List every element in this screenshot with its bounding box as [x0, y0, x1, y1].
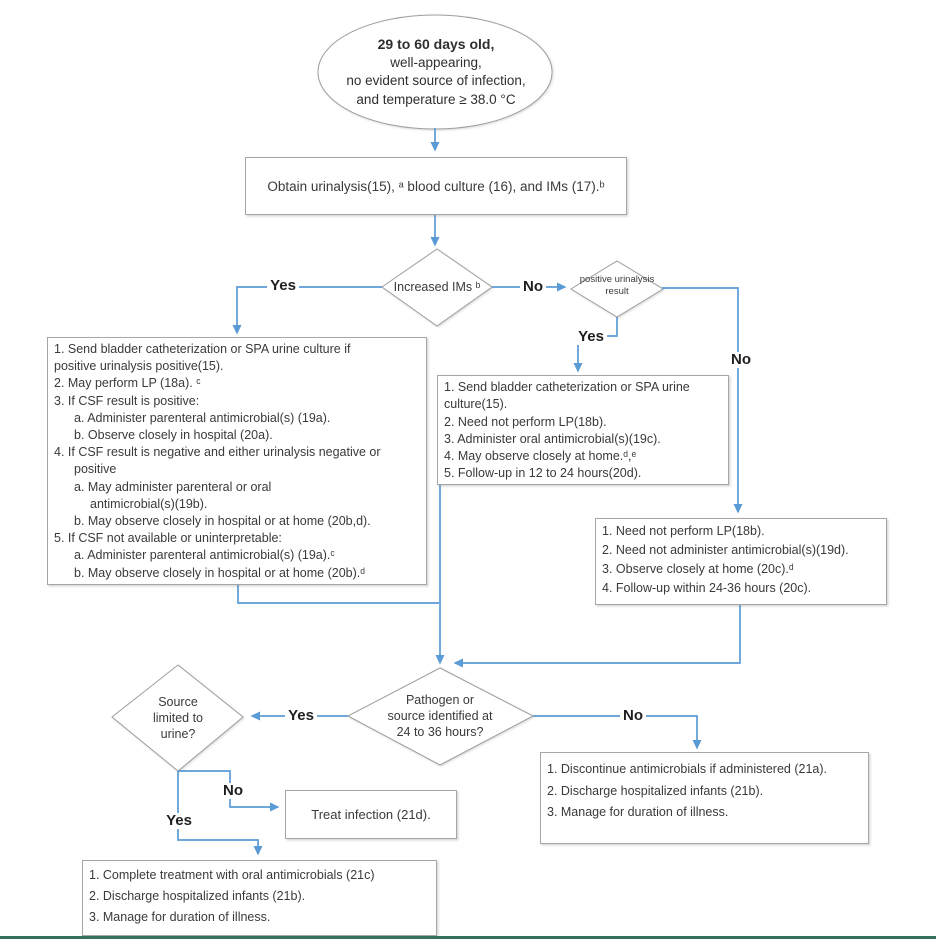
list-line: 4. Follow-up within 24-36 hours (20c). — [602, 581, 812, 595]
list-line: 3. Observe closely at home (20c).ᵈ — [602, 562, 794, 576]
list-line: 1. Send bladder catheterization or SPA u… — [444, 380, 690, 394]
edge-pathogen-no — [533, 715, 702, 750]
start-line-3: no evident source of infection, — [346, 73, 526, 88]
process-obtain-tests-text: Obtain urinalysis(15), ᵃ blood culture (… — [267, 178, 605, 194]
list-line: a. Administer parenteral antimicrobial(s… — [74, 548, 335, 563]
actions-no-pathogen: 1. Discontinue antimicrobials if adminis… — [540, 752, 869, 844]
action-treat-infection: Treat infection (21d). — [285, 790, 457, 839]
list-line: b. May observe closely in hospital or at… — [74, 565, 365, 580]
list-line: positive urinalysis positive(15). — [54, 359, 224, 374]
action-treat-infection-text: Treat infection (21d). — [311, 807, 431, 822]
edge-label-pathogen-no: No — [620, 708, 646, 724]
start-line-1: 29 to 60 days old, — [377, 36, 495, 52]
decision-pathogen-line3: 24 to 36 hours? — [396, 725, 484, 739]
start-node: 29 to 60 days old, well-appearing, no ev… — [318, 35, 554, 109]
list-line: 2. Discharge hospitalized infants (21b). — [547, 783, 764, 798]
edge-ua-no — [662, 287, 743, 514]
list-line: 1. Send bladder catheterization or SPA u… — [54, 342, 351, 356]
edge-label-ims-no: No — [520, 279, 546, 295]
edge-label-ims-yes: Yes — [267, 278, 299, 294]
list-line: 1. Need not perform LP(18b). — [602, 524, 765, 538]
decision-pathogen: Pathogen or source identified at 24 to 3… — [370, 692, 510, 740]
list-line: a. Administer parenteral antimicrobial(s… — [74, 410, 331, 425]
list-line: a. May administer parenteral or oral — [74, 479, 272, 494]
decision-positive-urinalysis-line1: positive urinalysis — [579, 274, 655, 285]
list-line: 3. If CSF result is positive: — [54, 393, 200, 408]
decision-positive-urinalysis: positive urinalysis result — [567, 274, 667, 298]
bottom-divider — [0, 936, 936, 939]
decision-pathogen-line1: Pathogen or — [405, 693, 475, 707]
decision-pathogen-line2: source identified at — [387, 709, 493, 723]
edge-rightbox-to-pathogen — [453, 600, 741, 668]
actions-increased-ims-yes: 1. Send bladder catheterization or SPA u… — [47, 337, 427, 585]
decision-increased-ims-text: Increased IMs ᵇ — [393, 280, 481, 294]
list-line: 4. May observe closely at home.ᵈ,ᵉ — [444, 449, 637, 464]
decision-increased-ims: Increased IMs ᵇ — [377, 280, 497, 295]
edge-label-source-yes: Yes — [163, 813, 195, 829]
edge-label-ua-no: No — [728, 352, 754, 368]
list-line: 2. Discharge hospitalized infants (21b). — [89, 889, 306, 903]
list-line: 3. Manage for duration of illness. — [547, 805, 729, 819]
list-line: 1. Complete treatment with oral antimicr… — [89, 868, 375, 882]
list-line: culture(15). — [444, 397, 508, 412]
edge-label-source-no: No — [220, 783, 246, 799]
decision-pathogen-shape — [346, 667, 535, 766]
start-line-2: well-appearing, — [390, 54, 482, 70]
decision-source-urine-line1: Source — [158, 695, 198, 709]
edge-source-yes — [177, 771, 263, 856]
edge-label-ua-yes: Yes — [575, 329, 607, 345]
process-obtain-tests: Obtain urinalysis(15), ᵃ blood culture (… — [245, 157, 627, 215]
list-line: 1. Discontinue antimicrobials if adminis… — [547, 762, 827, 776]
list-line: b. May observe closely in hospital or at… — [74, 514, 371, 529]
list-line: 4. If CSF result is negative and either … — [54, 445, 381, 460]
list-line: 5. If CSF not available or uninterpretab… — [54, 531, 282, 546]
list-line: 2. Need not administer antimicrobial(s)(… — [602, 543, 849, 557]
decision-increased-ims-shape — [381, 248, 493, 327]
list-line: 3. Manage for duration of illness. — [89, 910, 271, 924]
decision-positive-urinalysis-line2: result — [605, 286, 629, 297]
decision-source-urine-line3: urine? — [160, 727, 196, 741]
list-line: positive — [74, 462, 117, 477]
start-line-4: and temperature ≥ 38.0 °C — [356, 91, 516, 107]
list-line: 3. Administer oral antimicrobial(s)(19c)… — [444, 431, 661, 446]
edge-label-pathogen-yes: Yes — [285, 708, 317, 724]
decision-source-urine-line2: limited to — [152, 711, 204, 725]
actions-source-urine-yes: 1. Complete treatment with oral antimicr… — [82, 860, 437, 936]
actions-negative-urinalysis: 1. Need not perform LP(18b). 2. Need not … — [595, 518, 887, 605]
list-line: 5. Follow-up in 12 to 24 hours(20d). — [444, 466, 642, 481]
list-line: 2. May perform LP (18a). ᶜ — [54, 376, 201, 391]
decision-source-urine: Source limited to urine? — [128, 694, 228, 742]
list-line: antimicrobial(s)(19b). — [90, 496, 208, 511]
actions-positive-urinalysis: 1. Send bladder catheterization or SPA u… — [437, 375, 729, 485]
list-line: 2. Need not perform LP(18b). — [444, 414, 607, 429]
edge-leftbox-to-join — [237, 580, 439, 604]
edge-ims-yes — [232, 286, 382, 335]
list-line: b. Observe closely in hospital (20a). — [74, 428, 273, 443]
